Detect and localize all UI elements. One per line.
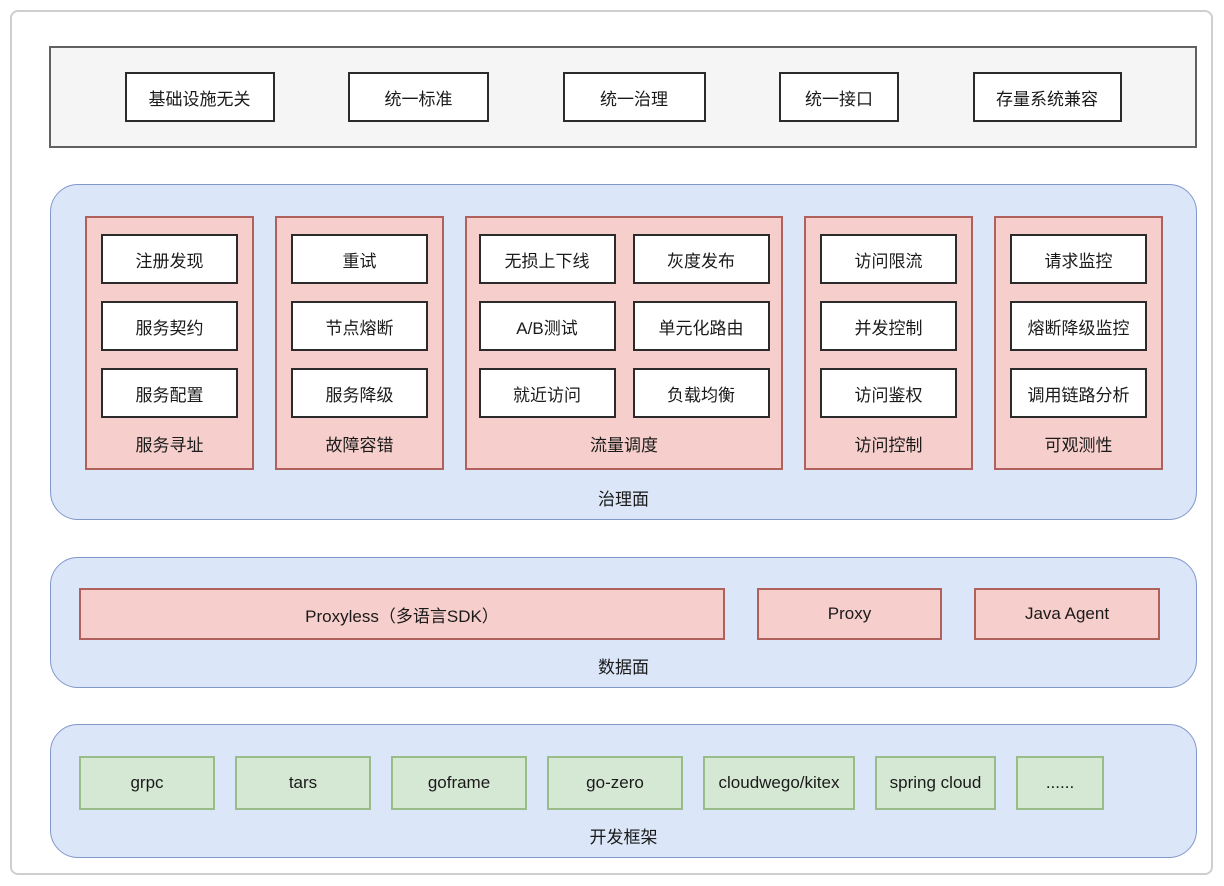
framework-box: goframe	[391, 756, 527, 810]
governance-columns: 注册发现 服务契约 服务配置 服务寻址 重试 节点熔断 服务降级 故障容错 无损…	[85, 216, 1163, 470]
column-service-addressing: 注册发现 服务契约 服务配置 服务寻址	[85, 216, 254, 470]
java-agent-box: Java Agent	[974, 588, 1160, 640]
principle-box: 存量系统兼容	[972, 72, 1122, 122]
principle-box: 基础设施无关	[124, 72, 275, 122]
capability-box: 服务契约	[101, 301, 238, 351]
capability-box: 灰度发布	[632, 234, 770, 284]
capability-box: 节点熔断	[291, 301, 428, 351]
proxy-box: Proxy	[757, 588, 942, 640]
data-plane: Proxyless（多语言SDK） Proxy Java Agent 数据面	[50, 557, 1197, 688]
capability-box: 并发控制	[820, 301, 957, 351]
capability-grid: 无损上下线 灰度发布 A/B测试 单元化路由 就近访问 负载均衡	[478, 234, 770, 418]
column-label: 故障容错	[325, 436, 394, 455]
proxyless-box: Proxyless（多语言SDK）	[79, 588, 725, 640]
capability-box: 负载均衡	[632, 368, 770, 418]
column-observability: 请求监控 熔断降级监控 调用链路分析 可观测性	[994, 216, 1163, 470]
framework-box: grpc	[79, 756, 215, 810]
capability-box: A/B测试	[478, 301, 616, 351]
diagram-canvas: 基础设施无关 统一标准 统一治理 统一接口 存量系统兼容 注册发现 服务契约 服…	[10, 10, 1213, 875]
capability-box: 无损上下线	[478, 234, 616, 284]
principle-box: 统一接口	[779, 72, 899, 122]
framework-box: spring cloud	[875, 756, 996, 810]
capability-box: 重试	[291, 234, 428, 284]
capability-box: 访问限流	[820, 234, 957, 284]
column-fault-tolerance: 重试 节点熔断 服务降级 故障容错	[275, 216, 444, 470]
governance-plane-label: 治理面	[598, 490, 649, 509]
column-access-control: 访问限流 并发控制 访问鉴权 访问控制	[804, 216, 973, 470]
capability-box: 就近访问	[478, 368, 616, 418]
governance-plane: 注册发现 服务契约 服务配置 服务寻址 重试 节点熔断 服务降级 故障容错 无损…	[50, 184, 1197, 520]
principle-box: 统一治理	[562, 72, 706, 122]
data-plane-row: Proxyless（多语言SDK） Proxy Java Agent	[79, 588, 1160, 640]
principle-box: 统一标准	[348, 72, 489, 122]
capability-box: 单元化路由	[632, 301, 770, 351]
capability-box: 熔断降级监控	[1010, 301, 1147, 351]
column-label: 可观测性	[1044, 436, 1113, 455]
dev-frameworks-plane: grpc tars goframe go-zero cloudwego/kite…	[50, 724, 1197, 858]
framework-box: cloudwego/kitex	[703, 756, 855, 810]
principles-bar: 基础设施无关 统一标准 统一治理 统一接口 存量系统兼容	[49, 46, 1197, 148]
framework-box: tars	[235, 756, 371, 810]
column-label: 访问控制	[854, 436, 923, 455]
capability-box: 请求监控	[1010, 234, 1147, 284]
framework-box: ......	[1016, 756, 1104, 810]
dev-frameworks-plane-label: 开发框架	[589, 828, 658, 847]
capability-box: 注册发现	[101, 234, 238, 284]
capability-box: 服务降级	[291, 368, 428, 418]
column-label: 服务寻址	[135, 436, 204, 455]
data-plane-label: 数据面	[598, 658, 649, 677]
frameworks-row: grpc tars goframe go-zero cloudwego/kite…	[79, 756, 1104, 810]
framework-box: go-zero	[547, 756, 683, 810]
column-label: 流量调度	[590, 436, 658, 455]
capability-box: 调用链路分析	[1010, 368, 1147, 418]
column-traffic-scheduling: 无损上下线 灰度发布 A/B测试 单元化路由 就近访问 负载均衡 流量调度	[465, 216, 783, 470]
capability-box: 访问鉴权	[820, 368, 957, 418]
capability-box: 服务配置	[101, 368, 238, 418]
